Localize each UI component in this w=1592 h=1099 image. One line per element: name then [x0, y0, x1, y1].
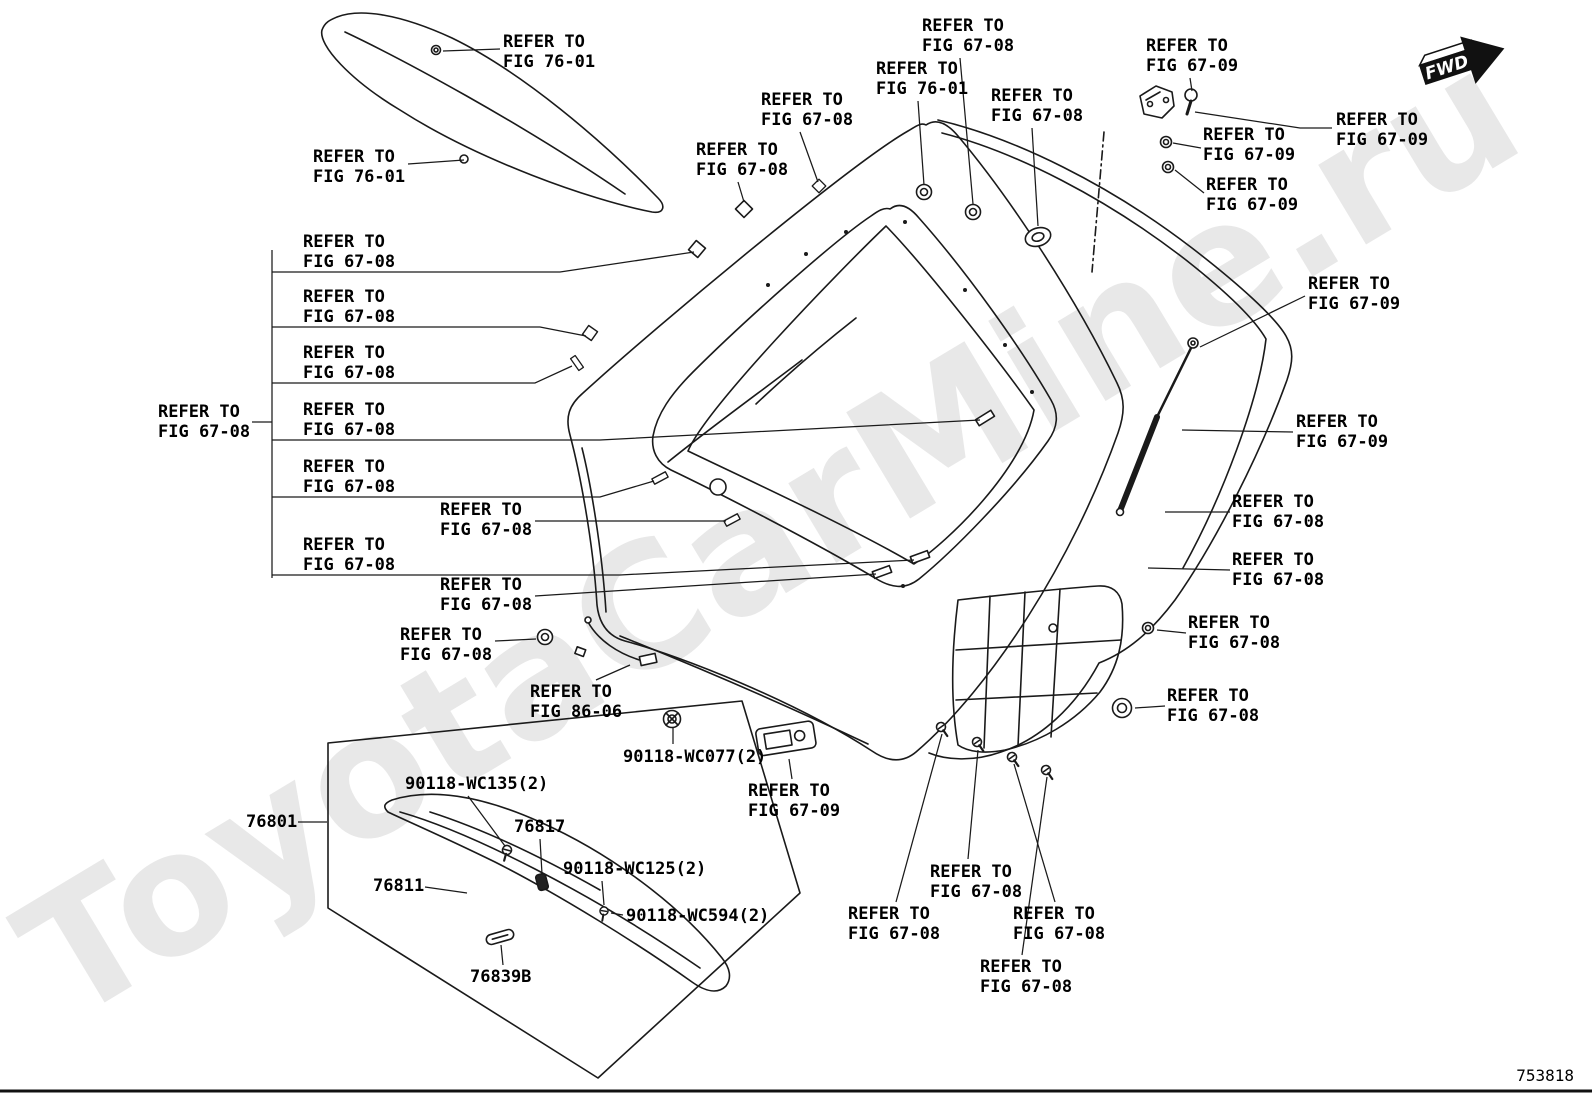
ref-label-10[interactable]: REFER TO FIG 76-01	[313, 147, 406, 187]
spoiler-clip-icon	[430, 44, 442, 56]
leader-lines	[252, 48, 1332, 966]
ref-label-30[interactable]: REFER TO FIG 67-08	[930, 862, 1023, 902]
wiper-hole	[709, 478, 727, 496]
wire-harness	[587, 621, 644, 662]
right-side-fasteners	[933, 621, 1155, 783]
grommet-icon	[536, 628, 554, 646]
ref-label-6[interactable]: REFER TO FIG 67-09	[1336, 110, 1429, 150]
ref-label-14[interactable]: REFER TO FIG 67-08	[158, 402, 251, 442]
ref-label-25[interactable]: REFER TO FIG 67-09	[1296, 412, 1389, 452]
ref-label-26[interactable]: REFER TO FIG 67-08	[1232, 492, 1325, 532]
part-number-90118-WC135[interactable]: 90118-WC135(2)	[405, 774, 549, 794]
ref-label-7[interactable]: REFER TO FIG 67-09	[1203, 125, 1296, 165]
weld-dots	[766, 220, 1034, 588]
ref-label-2[interactable]: REFER TO FIG 76-01	[876, 59, 969, 99]
gas-strut	[1115, 337, 1199, 517]
quarter-trim-panel	[951, 585, 1124, 753]
door-top-fasteners	[734, 178, 1052, 248]
ref-label-17[interactable]: REFER TO FIG 67-08	[440, 500, 533, 540]
ref-label-27[interactable]: REFER TO FIG 67-08	[1232, 550, 1325, 590]
ref-label-28[interactable]: REFER TO FIG 67-08	[1188, 613, 1281, 653]
part-number-76817[interactable]: 76817	[514, 817, 566, 837]
ref-label-11[interactable]: REFER TO FIG 67-08	[303, 232, 396, 272]
ref-label-31[interactable]: REFER TO FIG 67-08	[848, 904, 941, 944]
back-door-outline	[567, 121, 1124, 761]
part-number-76839B[interactable]: 76839B	[470, 967, 532, 987]
hinge-nut-icon	[1159, 135, 1173, 149]
hinge-assembly	[1091, 85, 1198, 273]
rear-spoiler-outline	[320, 12, 664, 214]
part-number-90118-WC077[interactable]: 90118-WC077(2)	[623, 747, 767, 767]
body-aperture-outline	[928, 119, 1293, 760]
ref-label-15[interactable]: REFER TO FIG 67-08	[303, 400, 396, 440]
garnish-strip-outline	[383, 793, 731, 992]
garnish-screw-icon	[597, 905, 610, 923]
window-opening	[651, 204, 1058, 588]
lower-door-hardware	[536, 616, 817, 757]
ref-label-32[interactable]: REFER TO FIG 67-08	[1013, 904, 1106, 944]
ref-label-18[interactable]: REFER TO FIG 67-08	[303, 535, 396, 575]
ref-label-20[interactable]: REFER TO FIG 67-08	[400, 625, 493, 665]
part-number-76811[interactable]: 76811	[373, 876, 425, 896]
ref-label-33[interactable]: REFER TO FIG 67-08	[980, 957, 1073, 997]
part-number-90118-WC125[interactable]: 90118-WC125(2)	[563, 859, 707, 879]
ref-label-4[interactable]: REFER TO FIG 67-08	[761, 90, 854, 130]
page-number: 753818	[1516, 1066, 1574, 1085]
spoiler-detail-box	[327, 700, 801, 1079]
ref-label-1[interactable]: REFER TO FIG 67-08	[922, 16, 1015, 56]
ref-label-3[interactable]: REFER TO FIG 67-09	[1146, 36, 1239, 76]
ref-label-19[interactable]: REFER TO FIG 67-08	[440, 575, 533, 615]
hatched-grommet-icon	[662, 709, 682, 729]
ref-label-23[interactable]: REFER TO FIG 67-09	[748, 781, 841, 821]
ref-label-13[interactable]: REFER TO FIG 67-08	[303, 343, 396, 383]
window-frame-clips	[569, 239, 996, 580]
part-number-76801[interactable]: 76801	[246, 812, 298, 832]
hinge-bolt-icon	[1184, 88, 1198, 102]
ref-label-16[interactable]: REFER TO FIG 67-08	[303, 457, 396, 497]
garnish-clip-icon	[534, 872, 550, 892]
ref-label-9[interactable]: REFER TO FIG 67-09	[1206, 175, 1299, 215]
ref-label-21[interactable]: REFER TO FIG 86-06	[530, 682, 623, 722]
ref-label-5[interactable]: REFER TO FIG 67-08	[991, 86, 1084, 126]
garnish-retainer-icon	[485, 928, 515, 946]
ref-label-0[interactable]: REFER TO FIG 76-01	[503, 32, 596, 72]
hinge-centerline	[1091, 131, 1105, 273]
ref-label-24[interactable]: REFER TO FIG 67-09	[1308, 274, 1401, 314]
ref-label-29[interactable]: REFER TO FIG 67-08	[1167, 686, 1260, 726]
license-lamp-unit	[755, 720, 817, 757]
ref-label-8[interactable]: REFER TO FIG 67-08	[696, 140, 789, 180]
ref-label-12[interactable]: REFER TO FIG 67-08	[303, 287, 396, 327]
fwd-arrow: FWD	[1418, 36, 1505, 86]
spoiler-fastener-icon	[459, 154, 469, 164]
part-number-90118-WC594[interactable]: 90118-WC594(2)	[626, 906, 770, 926]
hinge-nut-icon	[1161, 160, 1175, 174]
